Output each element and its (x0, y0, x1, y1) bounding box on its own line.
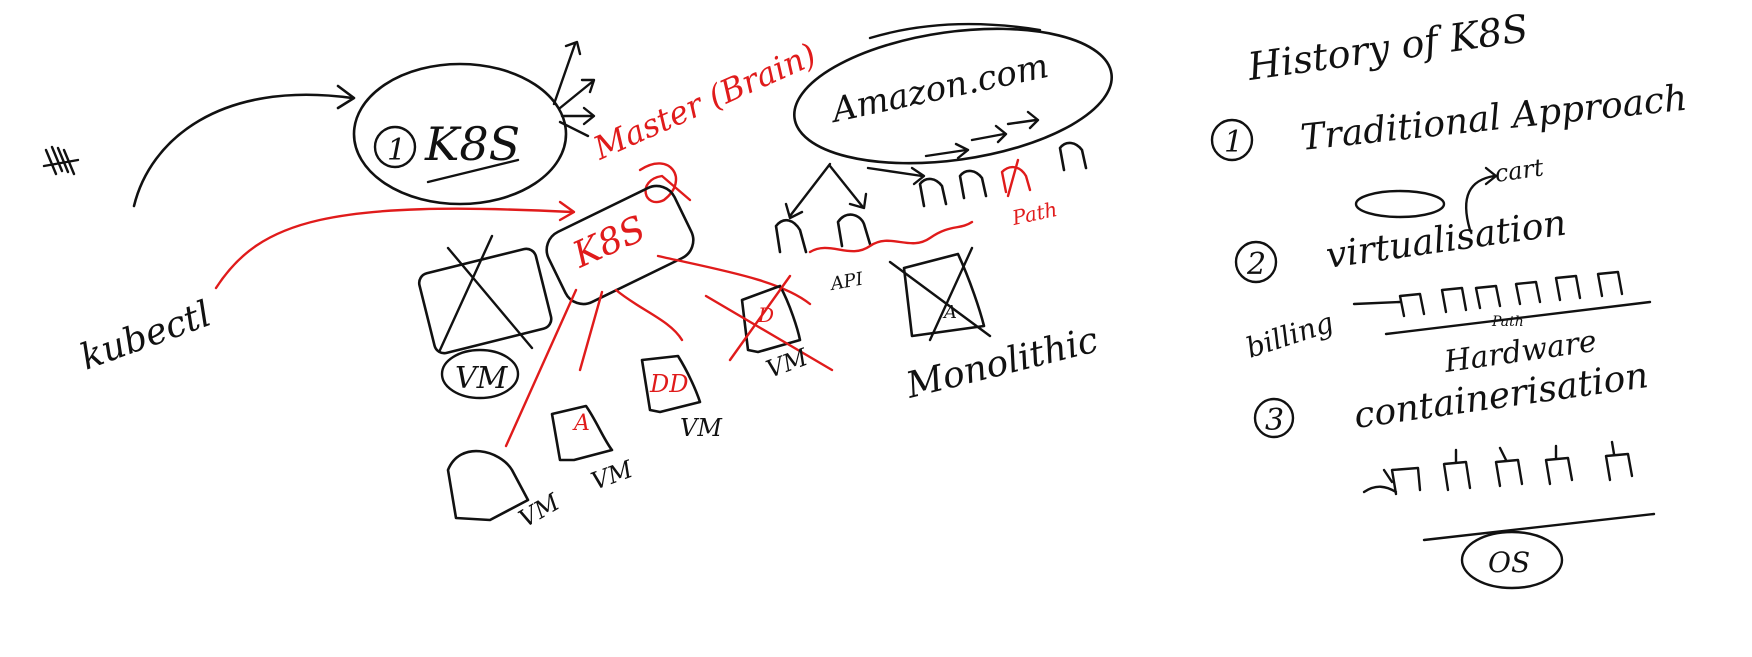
container-a: A (572, 411, 590, 436)
kubectl-arrow (214, 207, 574, 290)
red-scribble (638, 162, 692, 204)
amazon-arrows (784, 110, 1040, 220)
number-circle (373, 125, 417, 169)
arrow-head (336, 84, 356, 110)
vm-boxes-row (1398, 270, 1624, 318)
k8s-top-label: K8S (424, 117, 520, 171)
container-boxes-row (1362, 440, 1634, 496)
billing-arrow (1352, 300, 1402, 306)
os-ellipse (1460, 530, 1564, 590)
k8s-top-ellipse (352, 62, 568, 206)
vm-label-2: VM (514, 487, 566, 533)
item1-number: 1 (1224, 125, 1243, 160)
cart-arrow (1465, 174, 1496, 232)
vm-container-4 (740, 284, 802, 354)
item2-circle (1234, 240, 1278, 284)
path-label: Path (1009, 197, 1059, 230)
k8s-top-number: 1 (387, 133, 406, 168)
mono-box-letter: A (942, 302, 957, 323)
vm-label-1: VM (455, 361, 509, 396)
cross-mark (438, 234, 534, 352)
traditional-ellipse (1354, 189, 1446, 219)
container-d: D (757, 303, 774, 327)
api-wave (808, 220, 974, 254)
red-slash (1006, 158, 1020, 198)
vm-4-cross (704, 274, 834, 372)
k8s-underline (426, 158, 520, 184)
amazon-ellipse (793, 27, 1113, 165)
vm-container-1 (446, 449, 530, 522)
vm-label-4: VM (680, 414, 723, 442)
microservice-boxes (774, 141, 1088, 254)
item2-label: virtualisation (1324, 203, 1569, 277)
kubectl-arrow-head (558, 200, 576, 222)
kubectl-label: kubectl (75, 294, 216, 379)
billing-label: billing (1242, 306, 1338, 365)
arrow-to-k8s (132, 93, 354, 208)
vm-container-2 (550, 404, 614, 462)
monolith-cross (888, 246, 992, 342)
crossed-vm-box (417, 247, 553, 355)
k8s-master-label: K8S (566, 208, 652, 276)
os-line (1422, 512, 1656, 542)
item2-number: 2 (1246, 247, 1266, 282)
item3-number: 3 (1265, 403, 1284, 438)
item3-circle (1253, 397, 1295, 439)
master-label: Master (Brain) (587, 35, 822, 167)
item1-label: Traditional Approach (1299, 78, 1689, 159)
item1-circle (1210, 118, 1254, 162)
amazon-label: Amazon.com (826, 46, 1052, 131)
cart-label: cart (1493, 153, 1546, 188)
container-dd: DD (649, 370, 688, 398)
master-red-lines (504, 254, 812, 448)
cart-arrow-head (1484, 166, 1498, 186)
amazon-top-stroke (868, 22, 1042, 40)
fan-arrows (552, 40, 596, 138)
tally-marks (42, 145, 80, 176)
api-label: API (827, 268, 865, 295)
path-small-label: Path (1491, 314, 1524, 330)
os-label: OS (1488, 546, 1530, 579)
vm-label-3: VM (587, 455, 637, 496)
monolith-box (902, 252, 986, 338)
vm-ellipse (440, 348, 520, 400)
k8s-master-box (545, 184, 695, 306)
history-title: History of K8S (1244, 6, 1531, 89)
vm-container-3 (640, 354, 702, 414)
hardware-line (1384, 300, 1652, 336)
